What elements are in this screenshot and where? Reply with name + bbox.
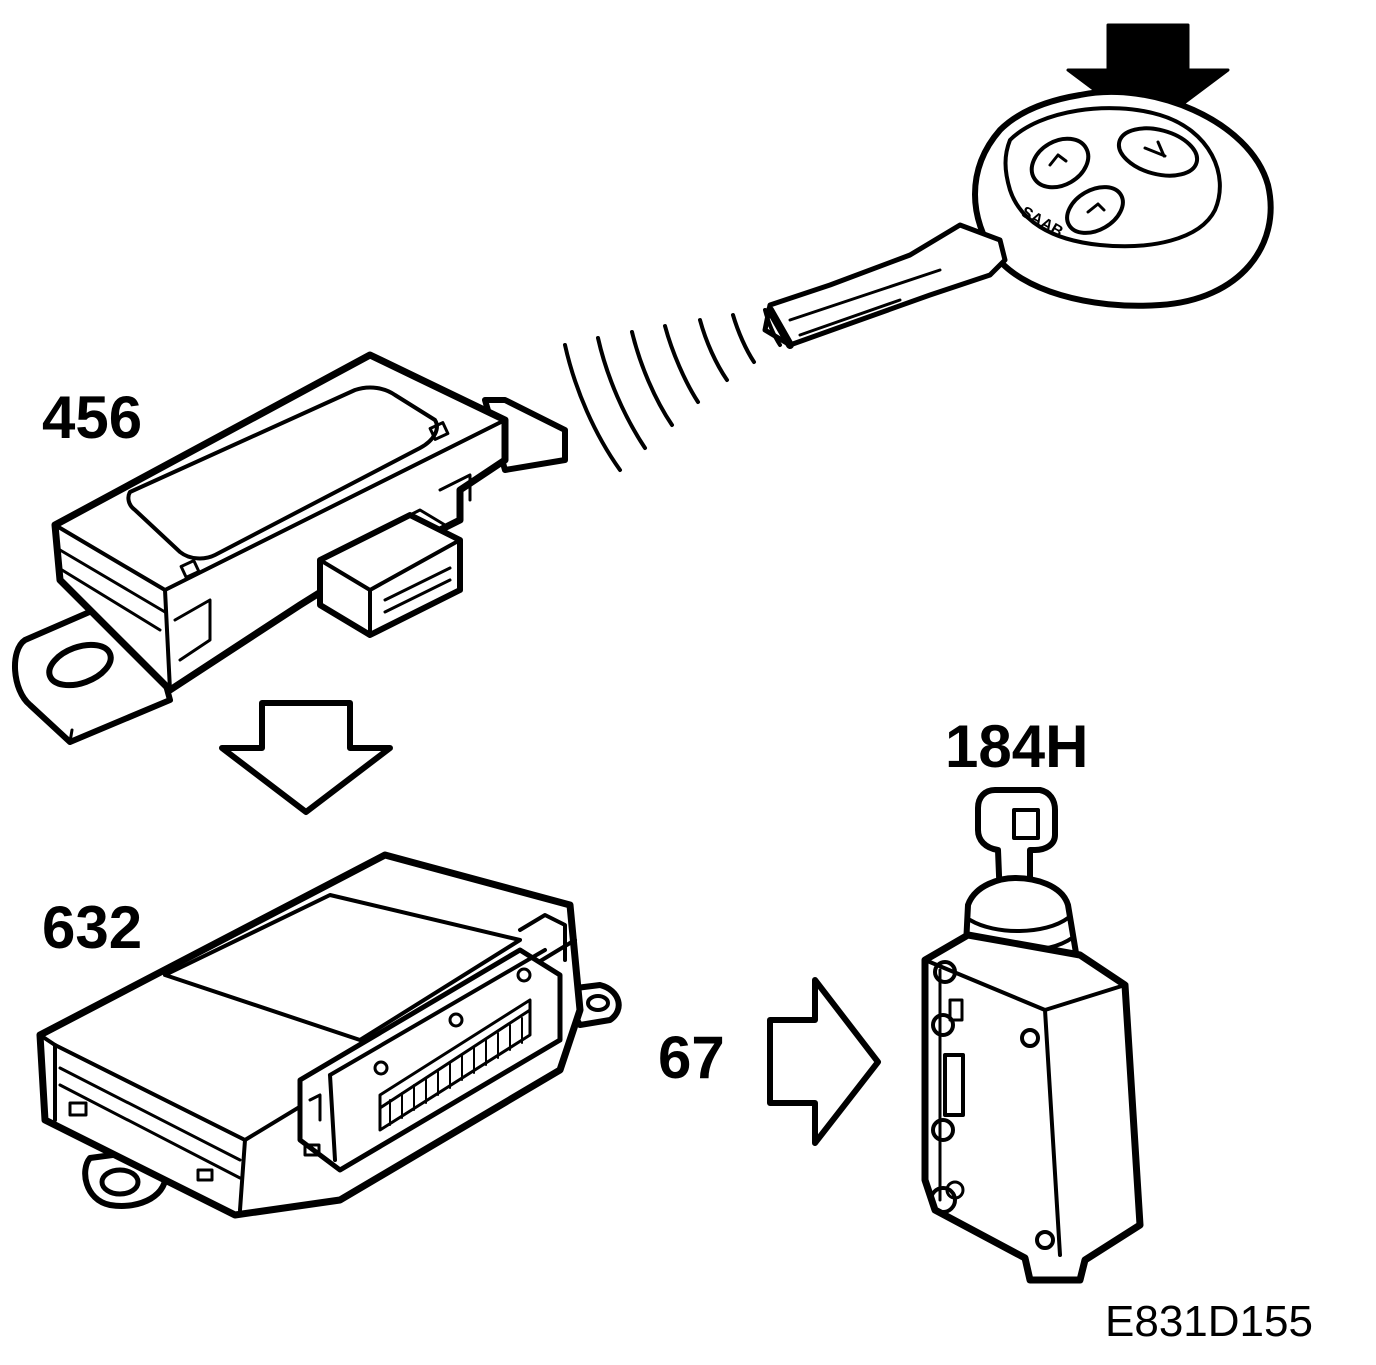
label-signal-67: 67 bbox=[658, 1024, 725, 1091]
flow-arrow-down-icon bbox=[219, 700, 393, 815]
remote-key-fob bbox=[762, 88, 1274, 349]
receiver-module-456 bbox=[12, 351, 568, 745]
figure-code: E831D155 bbox=[1105, 1297, 1313, 1346]
label-actuator-184h: 184H bbox=[945, 713, 1089, 780]
label-module-632: 632 bbox=[42, 894, 143, 961]
lock-actuator-184h bbox=[921, 787, 1144, 1284]
label-module-456: 456 bbox=[42, 384, 143, 451]
flow-arrow-right-icon bbox=[767, 977, 881, 1146]
press-arrow-icon bbox=[1066, 23, 1230, 132]
control-module-632 bbox=[36, 851, 622, 1219]
radio-signal-icon bbox=[563, 308, 782, 472]
